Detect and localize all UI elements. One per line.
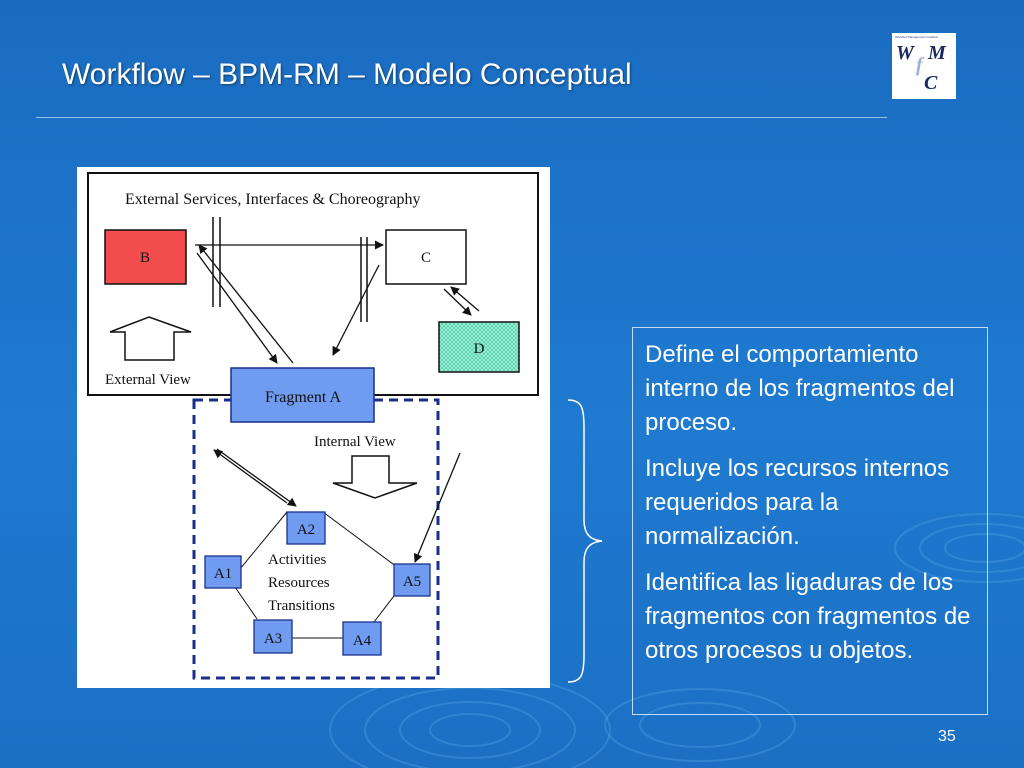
- activity-links: [234, 511, 398, 639]
- logo-letter-f: f: [916, 54, 923, 76]
- diagram-canvas: External Services, Interfaces & Choreogr…: [87, 172, 539, 680]
- arrow-c-to-fragment: [332, 264, 380, 356]
- box-b: [104, 229, 187, 285]
- activity-a2-label: A2: [297, 522, 315, 538]
- activity-a1-label: A1: [214, 566, 232, 582]
- activity-a4-label: A4: [353, 633, 372, 649]
- logo-tagline: Workflow Management Coalition: [895, 36, 939, 39]
- center-label-resources: Resources: [268, 575, 330, 591]
- arrow-from-a2: [213, 449, 288, 504]
- center-label-activities: Activities: [268, 552, 326, 568]
- logo-letter-c: C: [924, 72, 938, 94]
- activity-a2: [286, 511, 326, 545]
- arrow-b-to-fragment: [196, 252, 278, 364]
- title-divider: [36, 117, 887, 118]
- box-b-label: B: [140, 250, 150, 266]
- logo-letter-w: W: [896, 42, 914, 64]
- arrow-to-a2: [216, 448, 297, 507]
- activity-a3: [253, 619, 293, 654]
- box-c: [385, 229, 467, 285]
- slide-title: Workflow – BPM-RM – Modelo Conceptual: [62, 58, 632, 91]
- box-d: [438, 321, 520, 373]
- external-view-arrow-icon: [109, 316, 192, 361]
- arrow-c-to-d: [443, 288, 472, 316]
- box-c-label: C: [421, 250, 431, 266]
- center-label-transitions: Transitions: [268, 598, 335, 614]
- arrow-fragment-to-b: [198, 244, 294, 364]
- conceptual-model-diagram: External Services, Interfaces & Choreogr…: [77, 167, 550, 688]
- external-view-label: External View: [105, 372, 191, 388]
- description-paragraph-3: Identifica las ligaduras de los fragment…: [645, 569, 971, 664]
- logo-letter-m: M: [928, 42, 946, 64]
- activity-a5: [393, 563, 431, 597]
- right-brace-icon: [567, 399, 603, 683]
- description-textbox: Define el comportamiento interno de los …: [632, 327, 988, 715]
- internal-view-label: Internal View: [314, 434, 396, 450]
- internal-view-arrow-icon: [332, 455, 418, 499]
- fragment-a-label: Fragment A: [265, 389, 341, 406]
- page-number: 35: [938, 728, 956, 745]
- arrow-to-a5: [413, 452, 461, 563]
- external-header: External Services, Interfaces & Choreogr…: [125, 191, 420, 208]
- wfmc-logo: Workflow Management Coalition W M f C: [892, 33, 956, 99]
- activity-a1: [204, 555, 242, 589]
- activity-a4: [342, 621, 382, 656]
- arrow-d-to-c: [450, 286, 480, 312]
- box-d-label: D: [474, 341, 485, 357]
- activity-a5-label: A5: [403, 574, 421, 590]
- fragment-a-box: [230, 367, 375, 423]
- activity-a3-label: A3: [264, 631, 282, 647]
- description-paragraph-1: Define el comportamiento interno de los …: [645, 341, 955, 436]
- description-paragraph-2: Incluye los recursos internos requeridos…: [645, 455, 950, 550]
